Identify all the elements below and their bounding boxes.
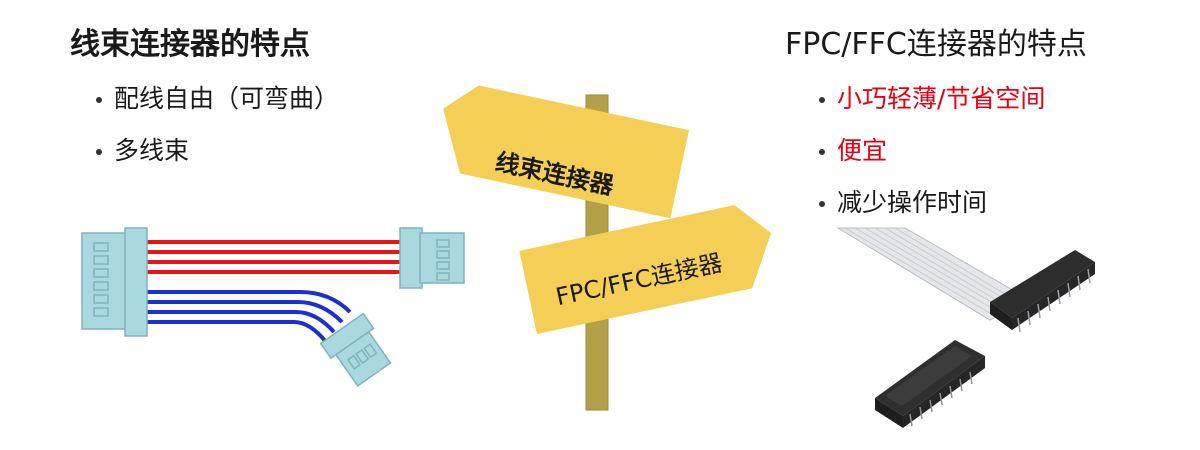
harness-connector-title: 线束连接器的特点 bbox=[70, 27, 310, 62]
fpc-connector-upper bbox=[990, 250, 1095, 333]
signpost bbox=[443, 85, 772, 411]
blue-wires bbox=[145, 290, 352, 344]
red-wires bbox=[145, 240, 402, 274]
fpc-ffc-connector-title: FPC/FFC连接器的特点 bbox=[785, 27, 1087, 62]
harness-cable-illustration bbox=[81, 227, 465, 387]
fpc-connector-lower bbox=[875, 340, 985, 428]
harness-feature-item: 多线束 bbox=[92, 138, 339, 165]
sign-fpc-ffc-connector bbox=[519, 205, 772, 334]
angled-harness-connector bbox=[319, 312, 392, 387]
right-harness-connector bbox=[399, 227, 465, 289]
sign-harness-connector bbox=[443, 85, 690, 219]
fpc-feature-item: 便宜 bbox=[815, 138, 1045, 165]
harness-feature-item: 配线自由（可弯曲） bbox=[92, 86, 339, 113]
harness-feature-list: 配线自由（可弯曲） 多线束 bbox=[92, 86, 339, 190]
left-harness-connector bbox=[81, 227, 148, 337]
blue-wires-gap bbox=[145, 296, 347, 338]
fpc-ffc-illustration bbox=[836, 227, 1095, 428]
fpc-feature-list: 小巧轻薄/节省空间 便宜 减少操作时间 bbox=[815, 86, 1045, 242]
fpc-feature-item: 减少操作时间 bbox=[815, 190, 1045, 217]
fpc-feature-item: 小巧轻薄/节省空间 bbox=[815, 86, 1045, 113]
